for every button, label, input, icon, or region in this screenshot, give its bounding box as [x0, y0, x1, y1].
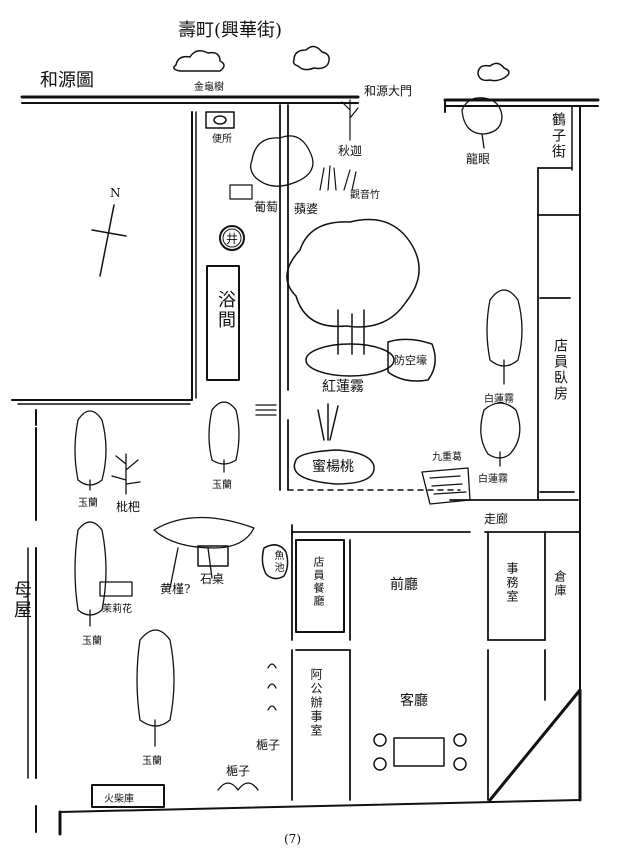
- inner-walls: [279, 104, 582, 802]
- room-label-corridor: 走廊: [484, 512, 509, 526]
- page-number: (7): [284, 832, 301, 846]
- compass-icon: [91, 204, 127, 277]
- shelter-icon: [387, 338, 436, 382]
- room-label-living-room: 客廳: [400, 693, 428, 709]
- tree-label-huangjin: 黄槿?: [160, 582, 191, 596]
- cloud-icon: [477, 62, 510, 82]
- steps-icon: [255, 404, 277, 416]
- peach-tree-icon: [293, 403, 375, 485]
- stone-table-icon: [197, 545, 229, 567]
- room-label-fish-pond: 魚池: [272, 550, 283, 574]
- tree-label-jasmine: 茉莉花: [102, 604, 132, 615]
- store-lounge-outline: [295, 539, 345, 633]
- room-label-front-hall: 前廳: [390, 577, 418, 593]
- top-road: [20, 95, 600, 113]
- room-label-agong-office: 阿公辦事室: [309, 668, 323, 738]
- tree-label-gold: 金龜樹: [194, 82, 224, 93]
- tree-label-longan: 龍眼: [466, 152, 491, 166]
- tree-label-yulan-1: 玉蘭: [78, 498, 98, 509]
- room-label-store-lounge: 店員餐廳: [312, 556, 325, 608]
- left-block-wall: [11, 111, 197, 405]
- tree-label-loquat: 枇杷: [116, 500, 141, 514]
- tree-label-nine-li: 九重葛: [432, 452, 462, 463]
- jasmine-icon: [99, 581, 133, 597]
- tree-label-yulan-4: 玉蘭: [142, 756, 162, 767]
- tree-label-grape: 葡萄: [254, 200, 279, 214]
- tree-label-gardenia-1: 梔子: [256, 738, 281, 752]
- street-label-right: 鶴子街: [550, 112, 566, 160]
- grass-icon: [229, 99, 359, 200]
- loquat-tree-icon: [111, 453, 141, 495]
- yulan-tree-icon: [74, 289, 523, 747]
- room-label-warehouse: 倉庫: [553, 570, 567, 598]
- tree-label-yulan-3: 玉蘭: [82, 636, 102, 647]
- map-title: 壽町(興華街): [178, 20, 283, 41]
- tree-label-white-lotus-1: 白蓮霧: [484, 394, 514, 405]
- tree-label-guanyin: 觀音竹: [350, 190, 380, 201]
- tree-label-areca: 蘋婆: [294, 202, 319, 216]
- room-label-fire-room: 火柴庫: [104, 794, 134, 805]
- room-label-main-house: 母屋: [11, 580, 32, 620]
- tree-label-peach: 蜜楊桃: [312, 459, 354, 475]
- tree-icon: [153, 97, 503, 589]
- toilet-icon: [205, 111, 235, 129]
- room-label-toilet: 便所: [212, 134, 232, 145]
- compass-label: N: [110, 186, 121, 200]
- cloud-icon: [292, 45, 330, 71]
- fish-pond-icon: [261, 544, 289, 580]
- big-tree-icon: [286, 218, 420, 377]
- street-label-top-left: 和源圖: [40, 70, 94, 91]
- compound-wall: [27, 105, 581, 836]
- gardenia-icon: [217, 663, 277, 791]
- tree-label-red-bougainvillea: 紅蓮霧: [322, 379, 364, 395]
- tree-label-white-lotus-2: 白蓮霧: [478, 474, 508, 485]
- tree-label-gardenia-2: 梔子: [226, 764, 251, 778]
- well-icon: [219, 225, 245, 251]
- bath-room-outline: [206, 265, 240, 381]
- living-room-furniture: [373, 733, 467, 771]
- room-label-well: 井: [226, 232, 239, 246]
- room-label-bath: 浴間: [215, 290, 236, 330]
- fire-room-outline: [91, 784, 165, 808]
- tree-label-yulan-2: 玉蘭: [212, 480, 232, 491]
- gate-label: 和源大門: [364, 84, 413, 98]
- room-label-shelter: 防空壕: [394, 354, 427, 367]
- room-label-stone-table: 石桌: [200, 572, 225, 586]
- cloud-icon: [173, 50, 225, 72]
- trellis-icon: [421, 467, 471, 505]
- tree-label-sago: 秋迦: [338, 144, 363, 158]
- room-label-staff-dorm: 店員臥房: [552, 338, 568, 402]
- room-label-office: 事務室: [505, 562, 519, 604]
